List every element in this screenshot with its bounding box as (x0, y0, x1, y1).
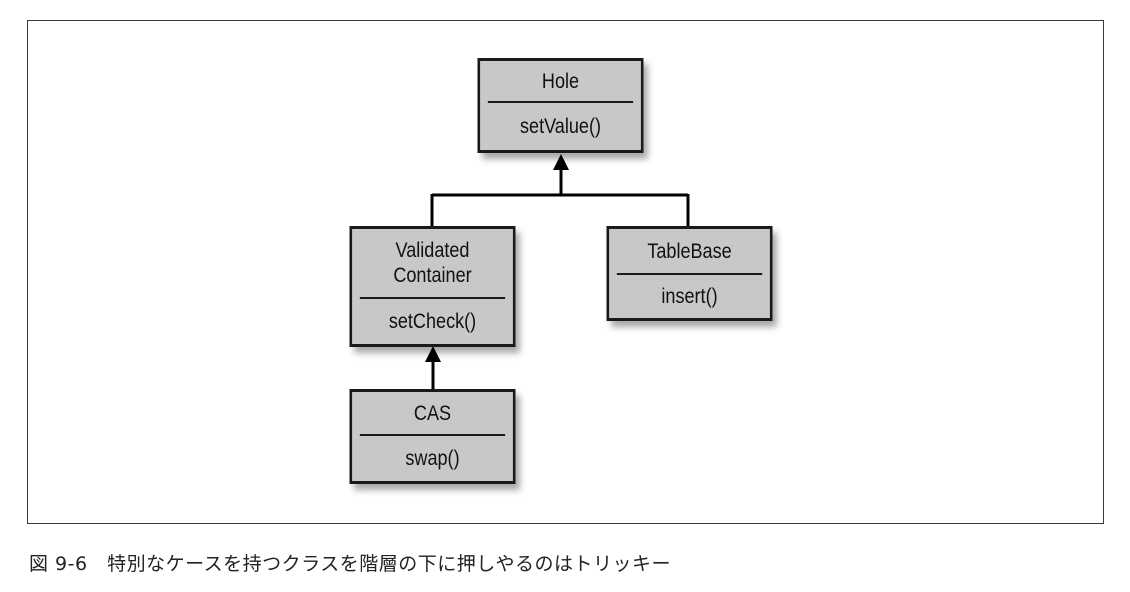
class-separator (359, 434, 506, 436)
arrowhead-to-validated-container (425, 346, 441, 362)
class-name: Hole (541, 69, 580, 93)
class-separator (487, 101, 634, 103)
arrowhead-to-hole (553, 154, 569, 170)
figure-caption: 図 9-6 特別なケースを持つクラスを階層の下に押しやるのはトリッキー (29, 553, 672, 575)
class-name: CAS (413, 401, 452, 425)
class-method: setCheck() (388, 310, 477, 333)
class-box-hole: Hole setValue() (477, 58, 644, 153)
class-separator (616, 273, 763, 275)
class-name: Validated Container (393, 239, 472, 287)
class-box-tablebase: TableBase insert() (606, 226, 773, 321)
class-method: insert() (661, 285, 718, 308)
class-box-cas: CAS swap() (349, 389, 516, 484)
class-method: setValue() (520, 115, 601, 138)
class-name: TableBase (647, 239, 732, 263)
class-method: swap() (405, 447, 460, 470)
class-box-validated-container: Validated Container setCheck() (349, 226, 516, 347)
class-separator (359, 297, 506, 299)
